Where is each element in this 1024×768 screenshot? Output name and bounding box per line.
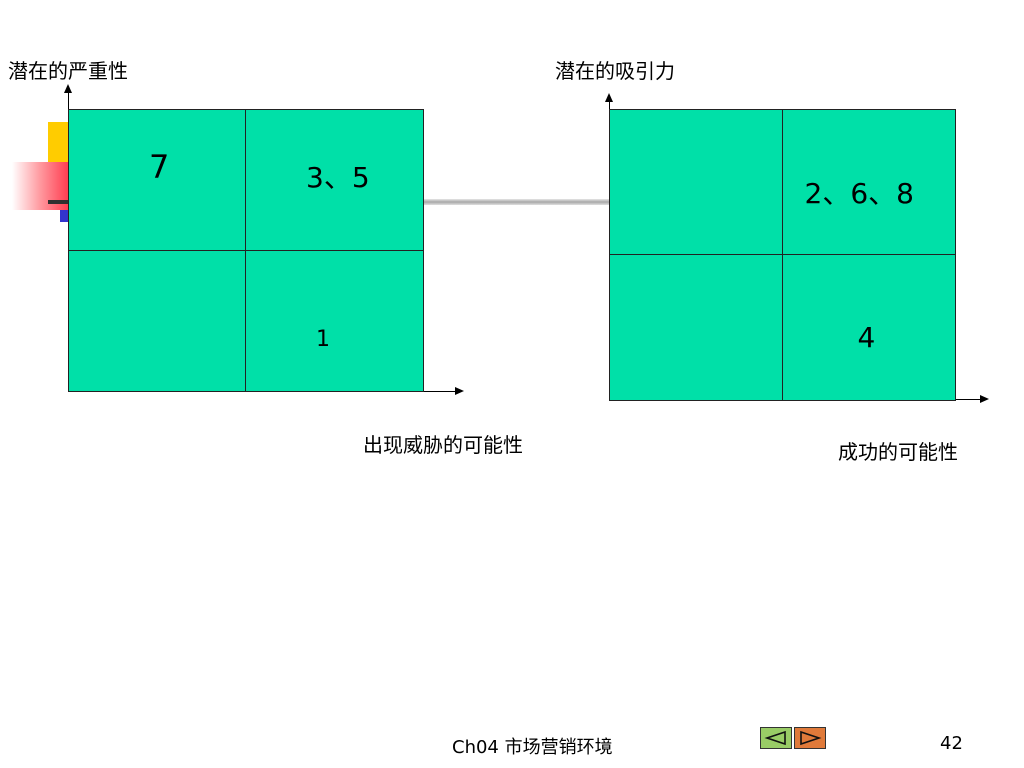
opportunity-cell-value: 4 <box>857 321 876 354</box>
opportunity-y-axis-arrow-icon <box>605 93 613 102</box>
threat-cell-top-right: 3、5 <box>246 110 423 251</box>
triangle-right-icon <box>800 730 822 746</box>
threat-cell-bottom-left <box>69 250 246 391</box>
opportunity-y-axis-label: 潜在的吸引力 <box>555 59 675 83</box>
opportunity-cell-top-left <box>610 110 783 255</box>
threat-y-axis-label: 潜在的严重性 <box>8 59 128 83</box>
triangle-left-icon <box>764 730 786 746</box>
opportunity-x-axis-label: 成功的可能性 <box>838 440 958 464</box>
decor-dark-bar <box>48 200 72 204</box>
threat-quadrant-grid: 7 3、5 1 <box>68 109 424 392</box>
opportunity-quadrant-grid: 2、6、8 4 <box>609 109 956 401</box>
threat-cell-value: 1 <box>316 326 330 352</box>
threat-cell-value: 7 <box>149 148 170 186</box>
footer-chapter-title: Ch04 市场营销环境 <box>452 737 613 758</box>
page-number: 42 <box>940 733 963 754</box>
threat-cell-value: 3、5 <box>306 161 370 194</box>
threat-cell-bottom-right: 1 <box>246 251 423 392</box>
threat-cell-top-left: 7 <box>69 110 246 251</box>
opportunity-cell-bottom-right: 4 <box>783 255 956 400</box>
previous-slide-button[interactable] <box>760 727 792 749</box>
decor-connector-line <box>420 199 610 205</box>
threat-x-axis-arrow-icon <box>455 387 464 395</box>
threat-y-axis-arrow-icon <box>64 84 72 93</box>
opportunity-cell-value: 2、6、8 <box>804 177 914 210</box>
threat-x-axis-label: 出现威胁的可能性 <box>363 433 523 457</box>
opportunity-cell-top-right: 2、6、8 <box>782 110 955 255</box>
next-slide-button[interactable] <box>794 727 826 749</box>
opportunity-cell-bottom-left <box>610 255 783 400</box>
opportunity-x-axis-arrow-icon <box>980 395 989 403</box>
